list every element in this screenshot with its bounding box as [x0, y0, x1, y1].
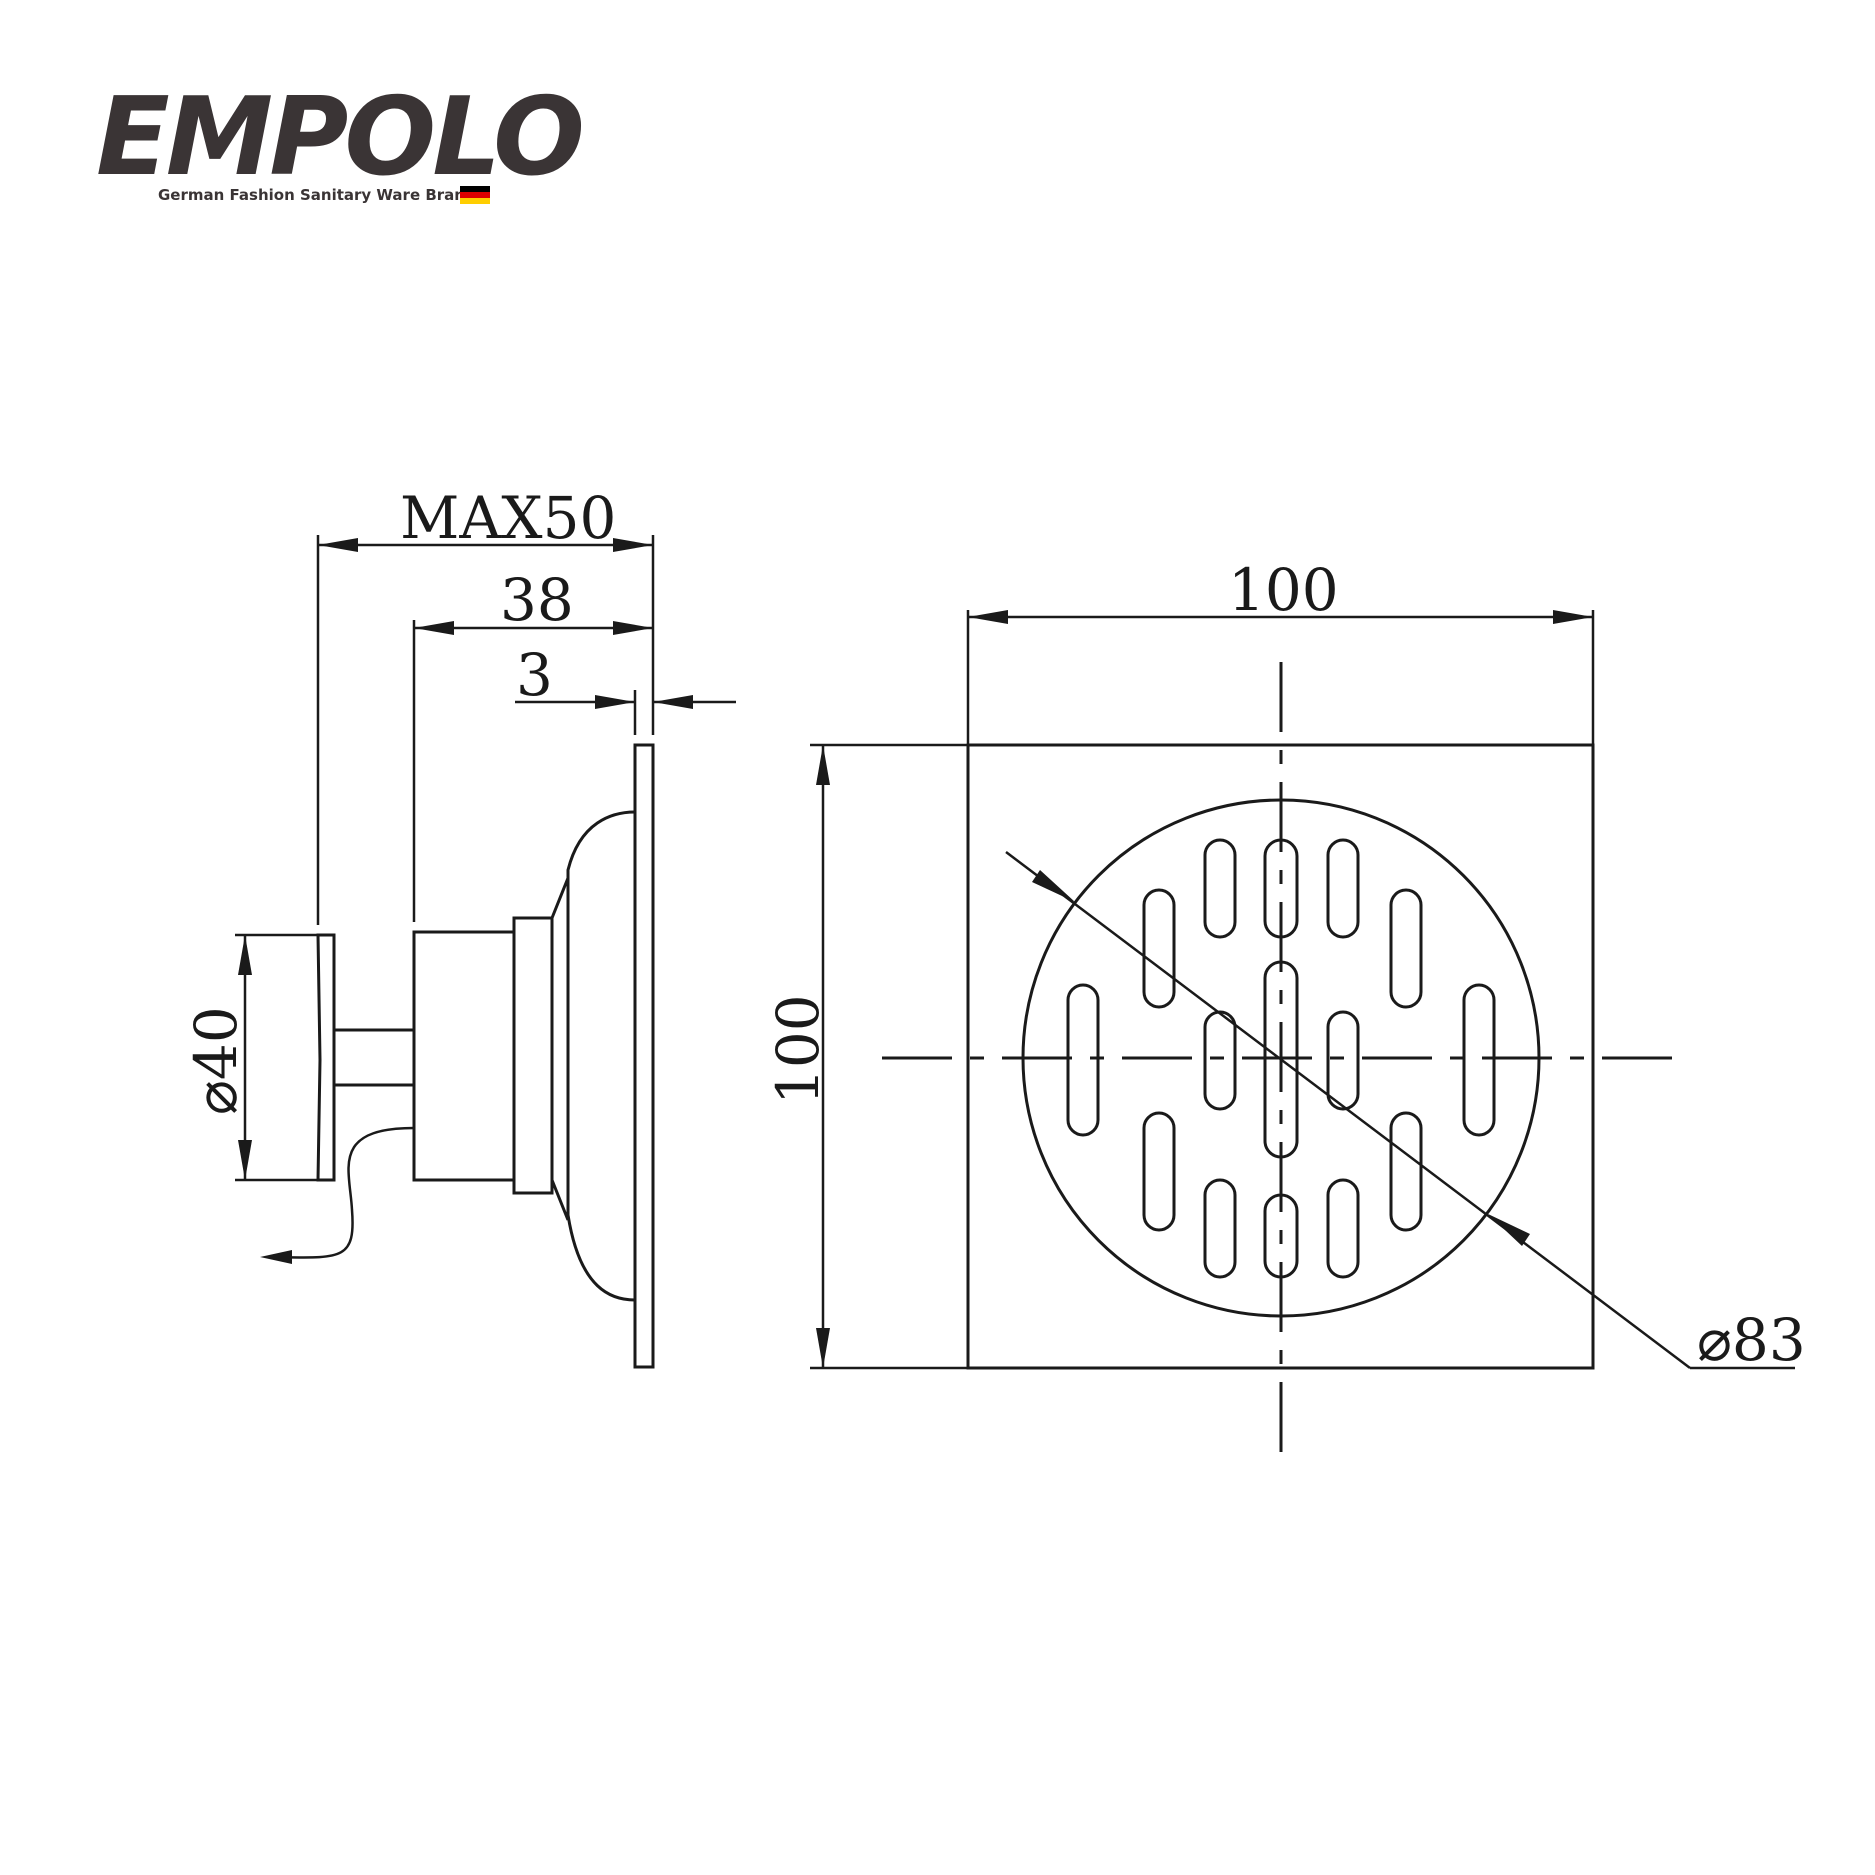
slot — [1326, 838, 1360, 939]
dim-height-100-label: 100 — [764, 994, 832, 1105]
brand-name: EMPOLO — [96, 75, 581, 200]
outlet-collar — [512, 916, 554, 1195]
brand-logo: EMPOLO German Fashion Sanitary Ware Bran… — [96, 75, 585, 204]
trap-cap — [316, 933, 336, 1182]
dim-dia83-label: ⌀83 — [1697, 1306, 1806, 1374]
dim-max50: MAX50 — [318, 484, 653, 552]
german-flag-icon — [460, 186, 490, 204]
dim-3: 3 — [515, 641, 736, 709]
trap-stem — [334, 1028, 414, 1087]
side-view: MAX50 38 3 ⌀40 — [182, 484, 736, 1369]
slot — [1142, 888, 1176, 1009]
outlet-pipe — [412, 930, 516, 1182]
top-view: 100 100 ⌀83 — [764, 556, 1806, 1460]
slot — [1066, 983, 1100, 1137]
flow-arrow-icon — [260, 1250, 292, 1264]
flow-path — [269, 1126, 415, 1259]
drain-body — [566, 810, 636, 1302]
slot — [1389, 888, 1423, 1009]
dim-max50-label: MAX50 — [400, 484, 616, 552]
drain-neck — [550, 877, 570, 1221]
dim-dia83: ⌀83 — [1005, 851, 1806, 1374]
slot — [1389, 1111, 1423, 1232]
brand-tagline: German Fashion Sanitary Ware Brand — [158, 186, 476, 204]
slot — [1203, 838, 1237, 939]
slot — [1142, 1111, 1176, 1232]
dim-38: 38 — [414, 566, 653, 635]
slot — [1326, 1178, 1360, 1279]
dim-dia40-label: ⌀40 — [182, 1006, 250, 1115]
dim-width-100-label: 100 — [1228, 556, 1339, 624]
slot — [1203, 1010, 1237, 1111]
dim-width-100: 100 — [968, 556, 1593, 624]
slot — [1203, 1178, 1237, 1279]
slot — [1462, 983, 1496, 1137]
dim-height-100: 100 — [764, 745, 832, 1368]
top-plate — [633, 743, 655, 1369]
dim-38-label: 38 — [500, 566, 574, 634]
square-plate — [966, 743, 1595, 1370]
dim-dia40: ⌀40 — [182, 933, 318, 1182]
dim-3-label: 3 — [516, 641, 553, 709]
slot — [1326, 1010, 1360, 1111]
